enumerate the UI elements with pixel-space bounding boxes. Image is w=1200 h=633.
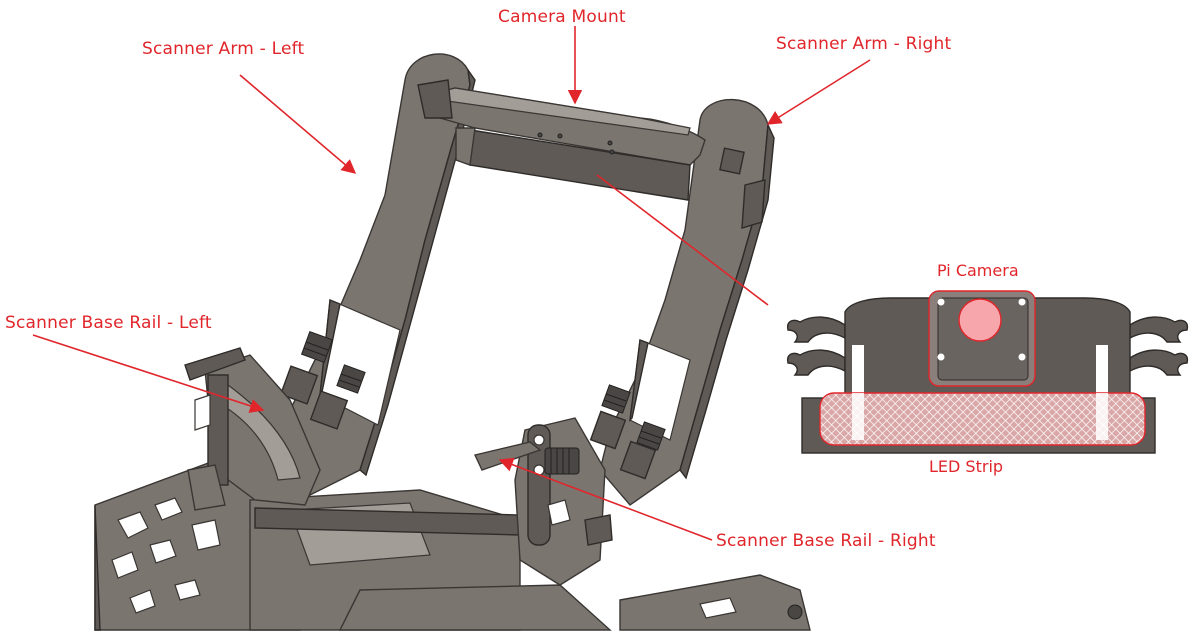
label-camera-mount: Camera Mount [498, 7, 626, 27]
camera-mount-detail [786, 290, 1189, 454]
screw-left-1 [300, 330, 334, 364]
scanner-arm-left [269, 53, 476, 501]
pointer-detail [596, 174, 769, 306]
scanner-base-rail-right [474, 417, 613, 586]
label-arm-left: Scanner Arm - Left [142, 39, 304, 59]
arrow-arm-left [239, 74, 357, 174]
screw-right-2 [636, 421, 666, 451]
led-strip-highlight [819, 392, 1146, 446]
scanner-arm-right [589, 98, 775, 506]
annotation-labels: Camera Mount Scanner Arm - Left Scanner … [5, 7, 1019, 551]
arrow-arm-right [766, 59, 871, 125]
camera-mount [417, 79, 706, 201]
label-arm-right: Scanner Arm - Right [776, 34, 951, 54]
base-frame [94, 454, 811, 631]
arrow-base-rail-left [32, 334, 265, 413]
screw-left-2 [336, 364, 366, 394]
scanner-base-rail-left [184, 347, 321, 551]
label-pi-camera: Pi Camera [937, 261, 1019, 280]
label-base-rail-right: Scanner Base Rail - Right [716, 531, 936, 551]
label-base-rail-left: Scanner Base Rail - Left [5, 313, 212, 333]
arrow-base-rail-right [498, 457, 713, 541]
knob-thread [544, 447, 580, 475]
annotation-arrows [32, 26, 871, 541]
label-led-strip: LED Strip [929, 457, 1003, 476]
screw-right-1 [601, 384, 631, 414]
pi-camera-lens [958, 298, 1002, 342]
